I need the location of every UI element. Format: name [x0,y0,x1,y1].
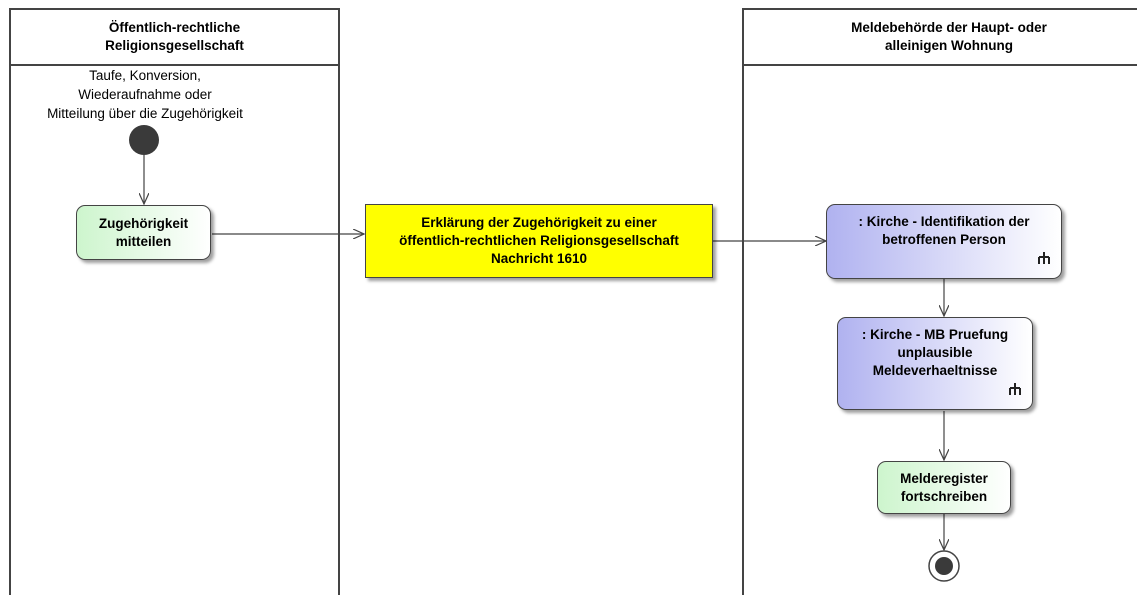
object-nachricht-1610[interactable]: Erklärung der Zugehörigkeit zu einer öff… [365,204,713,278]
action-melderegister-fortschreiben[interactable]: Melderegister fortschreiben [877,461,1011,514]
action-label-line1: : Kirche - Identifikation der [858,214,1030,229]
action-label-line2: fortschreiben [900,488,988,504]
start-label: Taufe, Konversion, Wiederaufnahme oder M… [10,66,280,123]
action-kirche-identifikation[interactable]: : Kirche - Identifikation der betroffene… [826,204,1062,279]
swimlane-header-religionsgesellschaft: Öffentlich-rechtliche Religionsgesellsch… [11,8,338,66]
action-kirche-mb-pruefung[interactable]: : Kirche - MB Pruefung unplausible Melde… [837,317,1033,410]
action-label-line1: : Kirche - MB Pruefung [861,327,1009,342]
swimlane-header-meldebehoerde: Meldebehörde der Haupt- oder alleinigen … [744,8,1137,66]
object-label-line3: Nachricht 1610 [490,251,588,266]
action-label-line1: Zugehörigkeit [98,215,189,231]
swimlane-meldebehoerde: Meldebehörde der Haupt- oder alleinigen … [742,8,1137,595]
swimlane-religionsgesellschaft: Öffentlich-rechtliche Religionsgesellsch… [9,8,340,595]
action-label-line3: Meldeverhaeltnisse [872,363,998,378]
rake-icon [1008,382,1022,399]
start-label-line2: Wiederaufnahme oder [78,87,212,102]
action-label-line1: Melderegister [900,470,988,486]
start-label-line3: Mitteilung über die Zugehörigkeit [47,106,243,121]
lane-title-line2: Religionsgesellschaft [105,38,244,53]
action-label-line2: mitteilen [115,233,172,249]
action-label-line2: betroffenen Person [882,232,1006,247]
lane-title-line2: alleinigen Wohnung [885,38,1013,53]
lane-title-line1: Öffentlich-rechtliche [108,20,241,35]
end-node [928,550,960,582]
action-label-line2: unplausible [897,345,973,360]
object-label-line2: öffentlich-rechtlichen Religionsgesellsc… [399,233,679,248]
object-label-line1: Erklärung der Zugehörigkeit zu einer [421,215,657,230]
rake-icon [1037,251,1051,268]
start-label-line1: Taufe, Konversion, [89,68,201,83]
start-node [129,125,159,155]
action-zugehoerigkeit-mitteilen[interactable]: Zugehörigkeit mitteilen [76,205,211,260]
lane-title-line1: Meldebehörde der Haupt- oder [851,20,1047,35]
